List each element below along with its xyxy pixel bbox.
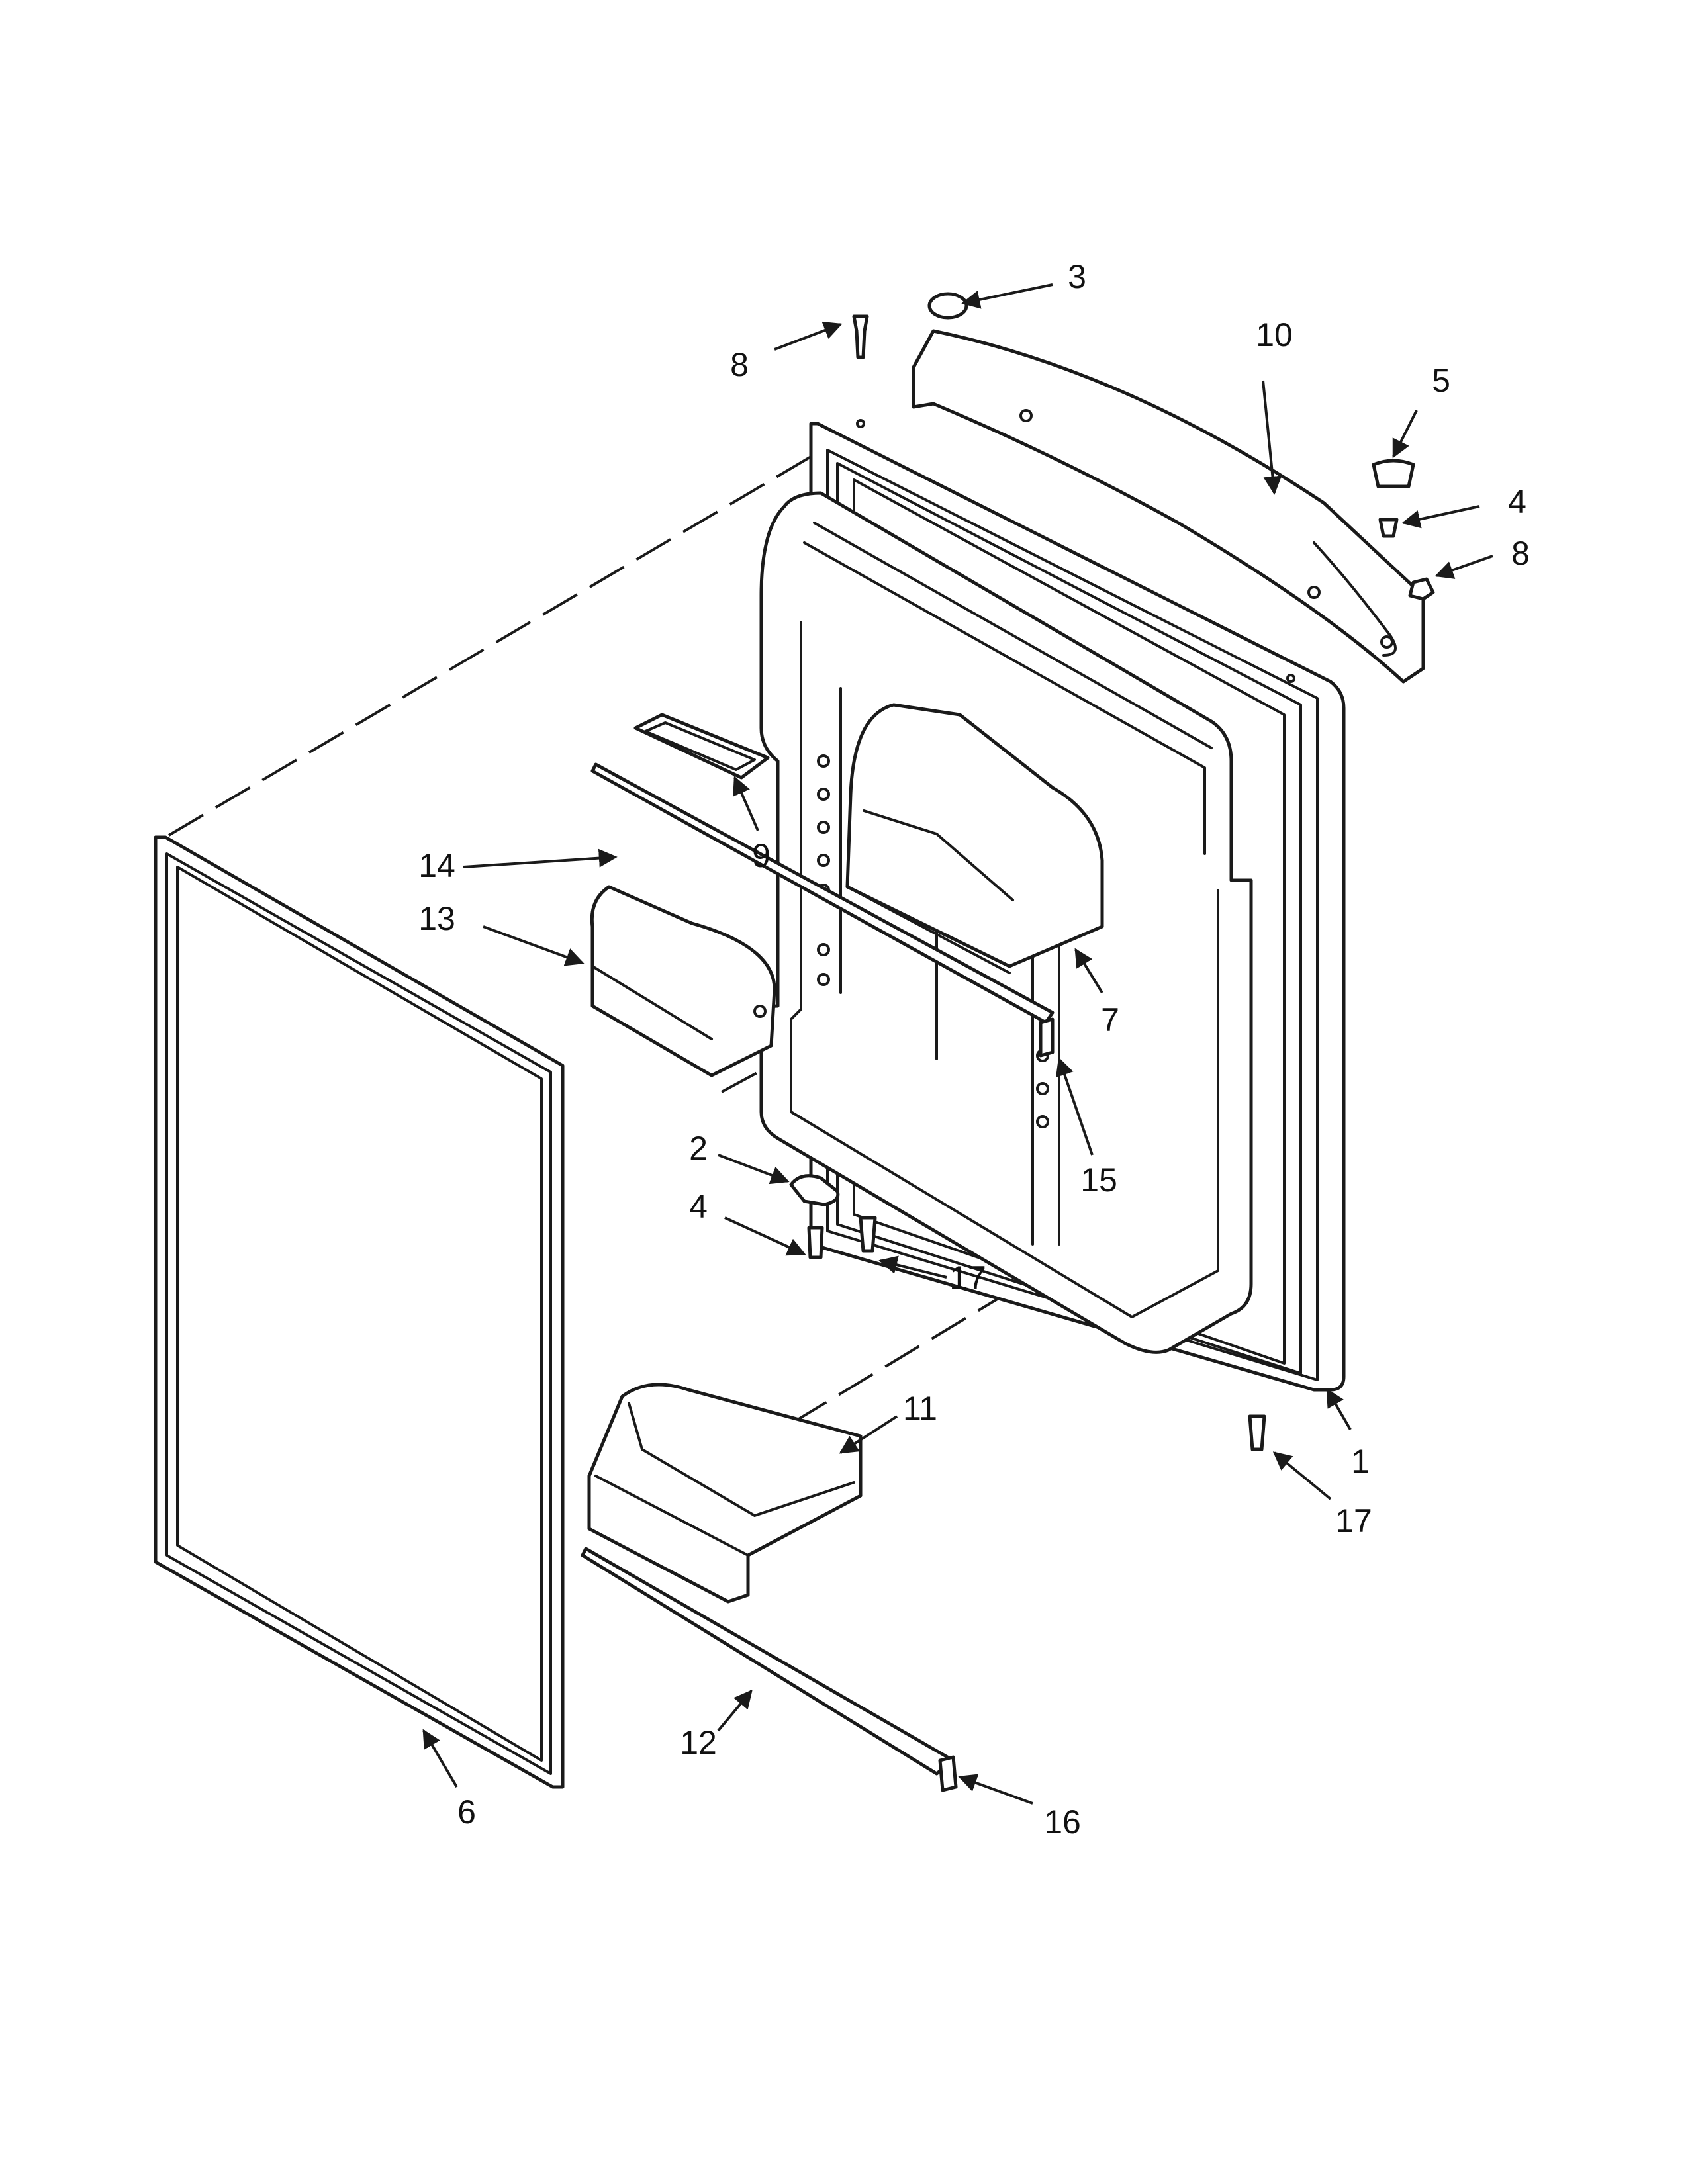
callout-7: 7 [1101, 1001, 1119, 1038]
hole-plug [927, 292, 968, 320]
callout-labels: 3 8 10 5 4 8 9 14 13 7 15 2 4 17 11 1 17… [418, 258, 1530, 1841]
callout-8-right: 8 [1511, 535, 1530, 572]
callout-4-mid: 4 [689, 1188, 708, 1225]
lower-door-bushing [1248, 1414, 1266, 1451]
leader-lines [422, 283, 1493, 1805]
callout-13: 13 [418, 900, 455, 937]
callout-16: 16 [1044, 1803, 1081, 1841]
hinge-screw [1408, 577, 1435, 601]
callout-6: 6 [457, 1794, 476, 1831]
callout-14: 14 [418, 847, 455, 884]
hinge-pin-screw [852, 314, 869, 359]
callout-12: 12 [680, 1724, 717, 1761]
door-gasket [154, 835, 565, 1789]
hinge-plug [1372, 459, 1415, 488]
callout-4-top: 4 [1508, 483, 1526, 520]
callout-5: 5 [1432, 362, 1450, 399]
callout-11: 11 [903, 1390, 937, 1427]
door-stop-bushing [859, 1216, 877, 1253]
callout-8-top: 8 [730, 346, 749, 383]
utility-compartment-bin [590, 885, 776, 1077]
callout-3: 3 [1068, 258, 1086, 295]
trim-end-cap [938, 1755, 958, 1792]
callout-17-bottom: 17 [1335, 1502, 1372, 1539]
callout-10: 10 [1256, 316, 1293, 353]
shelf-trim [590, 762, 1055, 1024]
trim-clip [1039, 1017, 1055, 1058]
callout-9: 9 [752, 837, 771, 874]
butter-compartment-lid [633, 713, 770, 780]
lower-hinge-bracket [789, 1174, 840, 1206]
shelf-peg-holes [817, 419, 1295, 1128]
hinge-screw-top [1378, 518, 1399, 538]
dairy-compartment-bin [845, 703, 1104, 974]
callout-17-mid: 17 [949, 1259, 986, 1297]
callout-1: 1 [1351, 1443, 1370, 1480]
hinge-bracket-screw [807, 1226, 824, 1259]
door-shelf-bin [587, 1383, 863, 1604]
hinge-cover [912, 329, 1425, 684]
callout-2: 2 [689, 1130, 708, 1167]
shelf-trim-bottom [581, 1547, 955, 1776]
callout-15: 15 [1080, 1161, 1117, 1199]
